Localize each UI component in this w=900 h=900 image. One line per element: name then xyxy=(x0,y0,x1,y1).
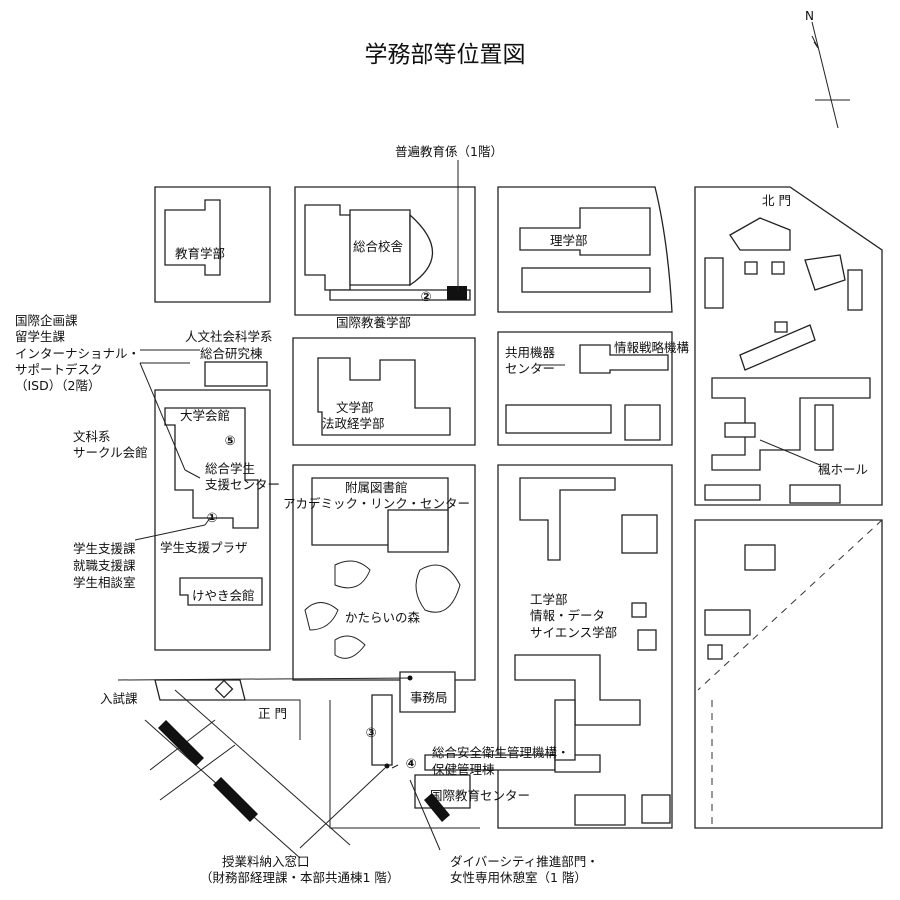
callout-diversity-2: 女性専用休憩室（1 階） xyxy=(450,870,587,885)
marker-5: ⑤ xyxy=(224,434,235,449)
label-fuzoku-1: 附属図書館 xyxy=(345,480,408,495)
callout-kokusai-5: （ISD）（2階） xyxy=(15,378,100,393)
label-jinbun-1: 人文社会科学系 xyxy=(185,329,273,344)
label-kogaku-3: サイエンス学部 xyxy=(530,625,617,640)
label-fuzoku-2: アカデミック・リンク・センター xyxy=(283,496,470,511)
label-kogaku-2: 情報・データ xyxy=(530,608,605,623)
label-joho-senryaku: 情報戦略機構 xyxy=(614,340,690,355)
compass-north-label: N xyxy=(805,9,814,23)
marker-1: ① xyxy=(206,511,217,526)
label-sogo-gakusei-2: 支援センター xyxy=(205,477,280,492)
label-bungaku-2: 法政経学部 xyxy=(322,416,385,431)
street-blocks xyxy=(154,186,883,829)
markers: ① ② ③ ④ ⑤ xyxy=(206,290,431,772)
callout-jugyo-1: 授業料納入窓口 xyxy=(222,854,310,869)
callout-kokusai-4: サポートデスク xyxy=(15,362,103,377)
main-gate-label: 正 門 xyxy=(258,706,287,721)
label-kokusai-kyoyo: 国際教養学部 xyxy=(336,315,411,330)
label-rigaku: 理学部 xyxy=(550,233,588,248)
map-title: 学務部等位置図 xyxy=(365,42,526,68)
callout-futsu: 普遍教育係（1階） xyxy=(395,144,503,159)
leader-lines xyxy=(117,160,821,851)
compass-icon: N xyxy=(805,9,850,129)
label-education: 教育学部 xyxy=(175,246,225,261)
roads xyxy=(144,679,480,859)
label-kogaku-1: 工学部 xyxy=(530,592,568,607)
callout-nyushi: 入試課 xyxy=(100,691,138,706)
callout-kokusai-3: インターナショナル・ xyxy=(15,346,140,361)
callout-kokusai-2: 留学生課 xyxy=(15,329,66,344)
north-gate-label: 北 門 xyxy=(762,193,791,208)
marker-4: ④ xyxy=(405,757,416,772)
label-sogo-gakusei-1: 総合学生 xyxy=(205,461,255,476)
label-sogo-kosha: 総合校舎 xyxy=(353,239,404,254)
label-jimukyoku: 事務局 xyxy=(410,690,448,705)
building-labels: 教育学部 総合校舎 国際教養学部 理学部 共用機器 センター 情報戦略機構 人文… xyxy=(160,233,868,803)
callout-diversity-1: ダイバーシティ推進部門・ xyxy=(450,854,599,869)
label-kaede: 楓ホール xyxy=(818,462,868,477)
building-shapes xyxy=(164,199,871,826)
callout-shien-1: 学生支援課 xyxy=(73,541,136,556)
label-katarai: かたらいの森 xyxy=(345,610,421,625)
callout-jugyo-2: （財務部経理課・本部共通棟1 階） xyxy=(200,870,399,885)
label-keyaki: けやき会館 xyxy=(192,588,255,603)
label-kokusai-kyoiku: 国際教育センター xyxy=(430,788,530,803)
label-daigaku-kaikan: 大学会館 xyxy=(180,408,230,423)
label-jinbun-2: 総合研究棟 xyxy=(200,346,263,361)
label-anzen-2: 保健管理棟 xyxy=(432,762,495,777)
callout-labels: 普遍教育係（1階） 国際企画課 留学生課 インターナショナル・ サポートデスク … xyxy=(15,144,599,885)
callout-shien-3: 学生相談室 xyxy=(73,575,136,590)
marker-2: ② xyxy=(420,290,431,305)
callout-bunka-2: サークル会館 xyxy=(73,445,148,460)
callout-shien-2: 就職支援課 xyxy=(73,558,136,573)
marker-3: ③ xyxy=(365,726,376,741)
label-anzen-1: 総合安全衛生管理機構・ xyxy=(432,745,570,760)
callout-kokusai-1: 国際企画課 xyxy=(15,313,78,328)
gate-labels: 北 門 正 門 xyxy=(258,193,791,721)
callout-bunka-1: 文科系 xyxy=(73,429,111,444)
label-bungaku-1: 文学部 xyxy=(336,400,374,415)
label-kyoyo-kiki-2: センター xyxy=(505,361,555,376)
label-gakusei-plaza: 学生支援プラザ xyxy=(160,540,248,555)
label-kyoyo-kiki-1: 共用機器 xyxy=(505,345,556,360)
